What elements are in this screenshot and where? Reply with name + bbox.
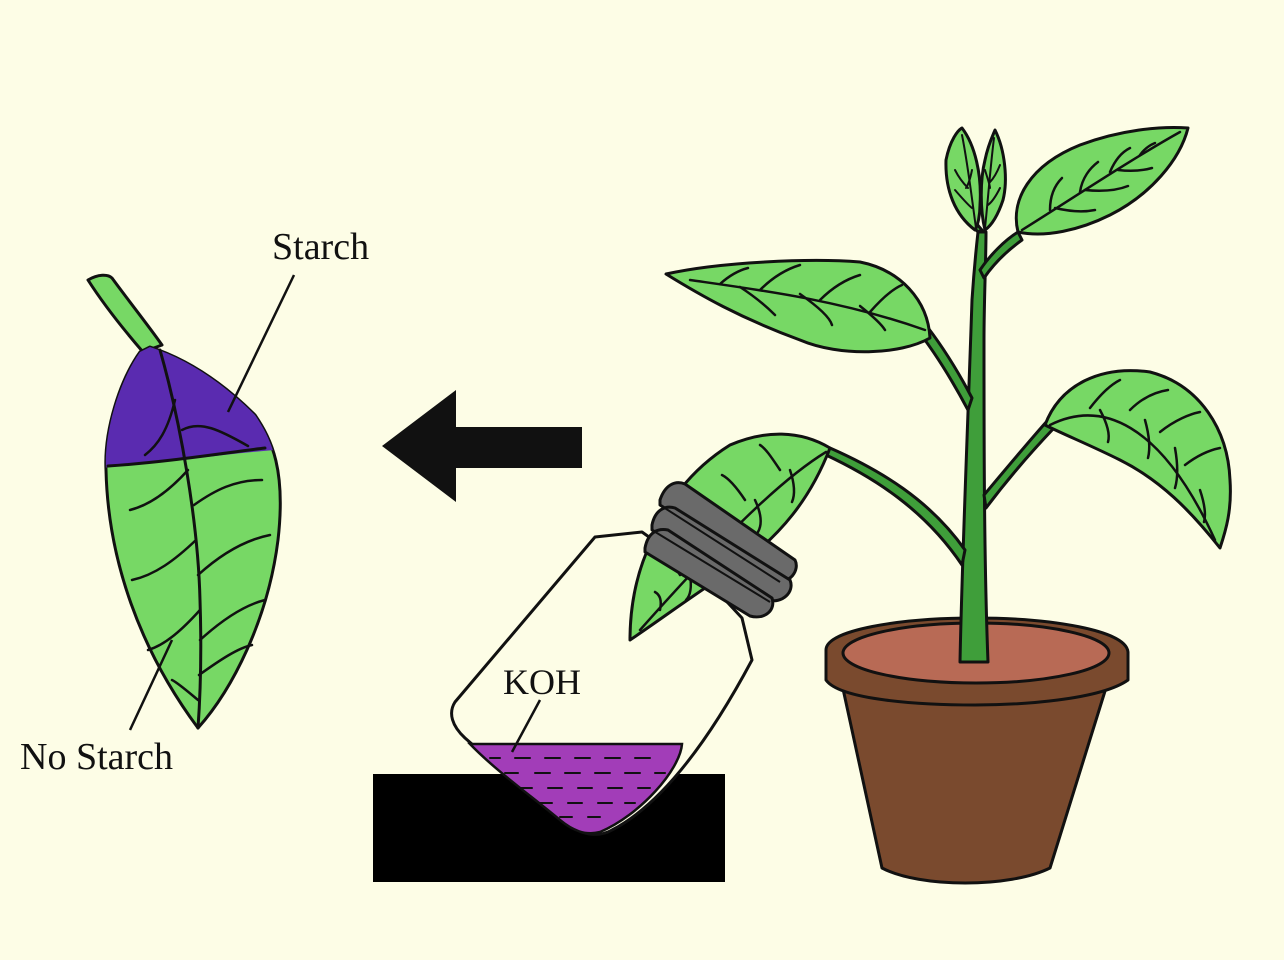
- bottle-clamp: [643, 481, 798, 619]
- no-starch-leader-line: [128, 639, 174, 731]
- leaf-upper-left: [664, 259, 932, 354]
- starch-region: [105, 347, 281, 468]
- koh-label: KOH: [503, 662, 581, 702]
- koh-solution: [467, 742, 684, 835]
- arrow-left-icon: [382, 390, 582, 502]
- pot-body: [838, 673, 1112, 885]
- starch-leader-line: [226, 274, 296, 413]
- leaf-right: [1043, 369, 1232, 550]
- koh-leader-line: [510, 699, 542, 753]
- leaf-petiole: [86, 273, 164, 354]
- tested-leaf: [86, 273, 282, 730]
- no-starch-label: No Starch: [20, 736, 174, 778]
- plant-stems: [824, 210, 1056, 664]
- bud-left: [944, 126, 982, 232]
- starch-label: Starch: [272, 226, 370, 268]
